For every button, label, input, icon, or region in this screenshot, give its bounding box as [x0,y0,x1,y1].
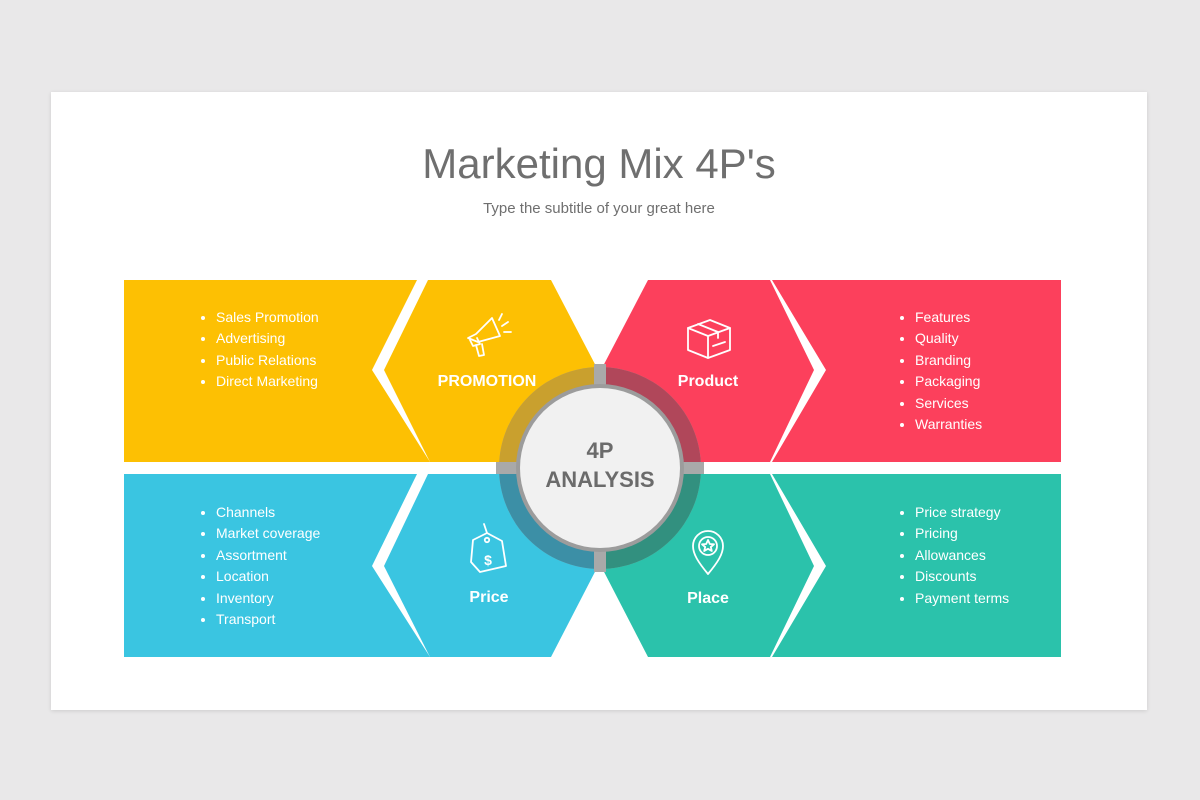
location-pin-icon [692,530,724,575]
list-item: Discounts [915,566,1025,587]
center-label-line1: 4P [587,438,614,463]
list-item: Warranties [915,414,982,435]
list-item: Public Relations [216,350,319,371]
list-item: Market coverage [216,523,320,544]
list-item: Direct Marketing [216,371,319,392]
list-item: Advertising [216,328,319,349]
list-item: Transport [216,609,320,630]
list-item: Allowances [915,545,1025,566]
product-label: Product [678,373,739,390]
list-item: Quality [915,328,982,349]
list-item: Payment terms [915,588,1025,609]
place-right-panel [772,474,1061,657]
page-subtitle: Type the subtitle of your great here [483,200,715,217]
list-item: Price strategy [915,502,1025,523]
box-icon [687,319,731,359]
price-label: Price [469,589,508,606]
promotion-bullet-list: Sales Promotion Advertising Public Relat… [195,307,319,393]
list-item: Location [216,566,320,587]
list-item: Sales Promotion [216,307,319,328]
place-bullet-list: Price strategy Pricing Allowances Discou… [894,502,1025,609]
list-item: Pricing [915,523,1025,544]
list-item: Packaging [915,371,982,392]
list-item: Features [915,307,982,328]
center-circle [520,388,680,548]
product-bullet-list: Features Quality Branding Packaging Serv… [894,307,982,435]
promotion-label: PROMOTION [438,373,537,390]
list-item: Channels [216,502,320,523]
product-right-panel [772,280,1061,462]
list-item: Branding [915,350,982,371]
list-item: Inventory [216,588,320,609]
list-item: Services [915,393,982,414]
megaphone-icon [467,313,512,357]
center-label-line2: ANALYSIS [545,467,654,492]
promotion-left-panel [124,280,430,462]
svg-text:$: $ [484,552,492,568]
list-item: Assortment [216,545,320,566]
price-tag-icon: $ [470,523,507,573]
price-left-panel [124,474,430,657]
page-title: Marketing Mix 4P's [422,140,776,187]
place-label: Place [687,590,729,607]
center-hub: 4P ANALYSIS [496,364,704,572]
price-bullet-list: Channels Market coverage Assortment Loca… [195,502,320,630]
